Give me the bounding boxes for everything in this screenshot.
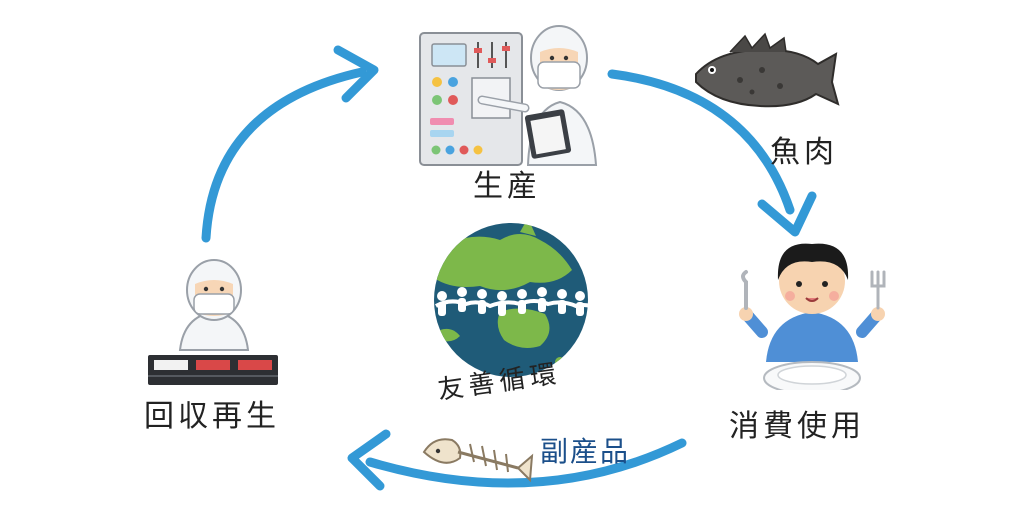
factory-worker-icon xyxy=(148,259,278,385)
arrow-recycle-to-production xyxy=(201,45,379,243)
globe-with-people-icon xyxy=(434,223,591,377)
consumption-label: 消費使用 xyxy=(729,409,865,444)
people-chain xyxy=(435,287,591,316)
arrow-consumption-to-recycle xyxy=(347,429,687,491)
fish-bone-icon xyxy=(422,438,534,483)
recycle-label: 回収再生 xyxy=(144,399,280,434)
production-label: 生産 xyxy=(473,169,541,204)
fish-icon xyxy=(695,32,840,108)
fish-meat-label: 魚肉 xyxy=(770,135,838,170)
arrow-production-to-consumption xyxy=(607,69,817,237)
byproduct-label: 副産品 xyxy=(540,435,631,468)
control-panel-worker-icon xyxy=(419,25,598,166)
boy-with-fork-knife-icon xyxy=(739,243,886,390)
